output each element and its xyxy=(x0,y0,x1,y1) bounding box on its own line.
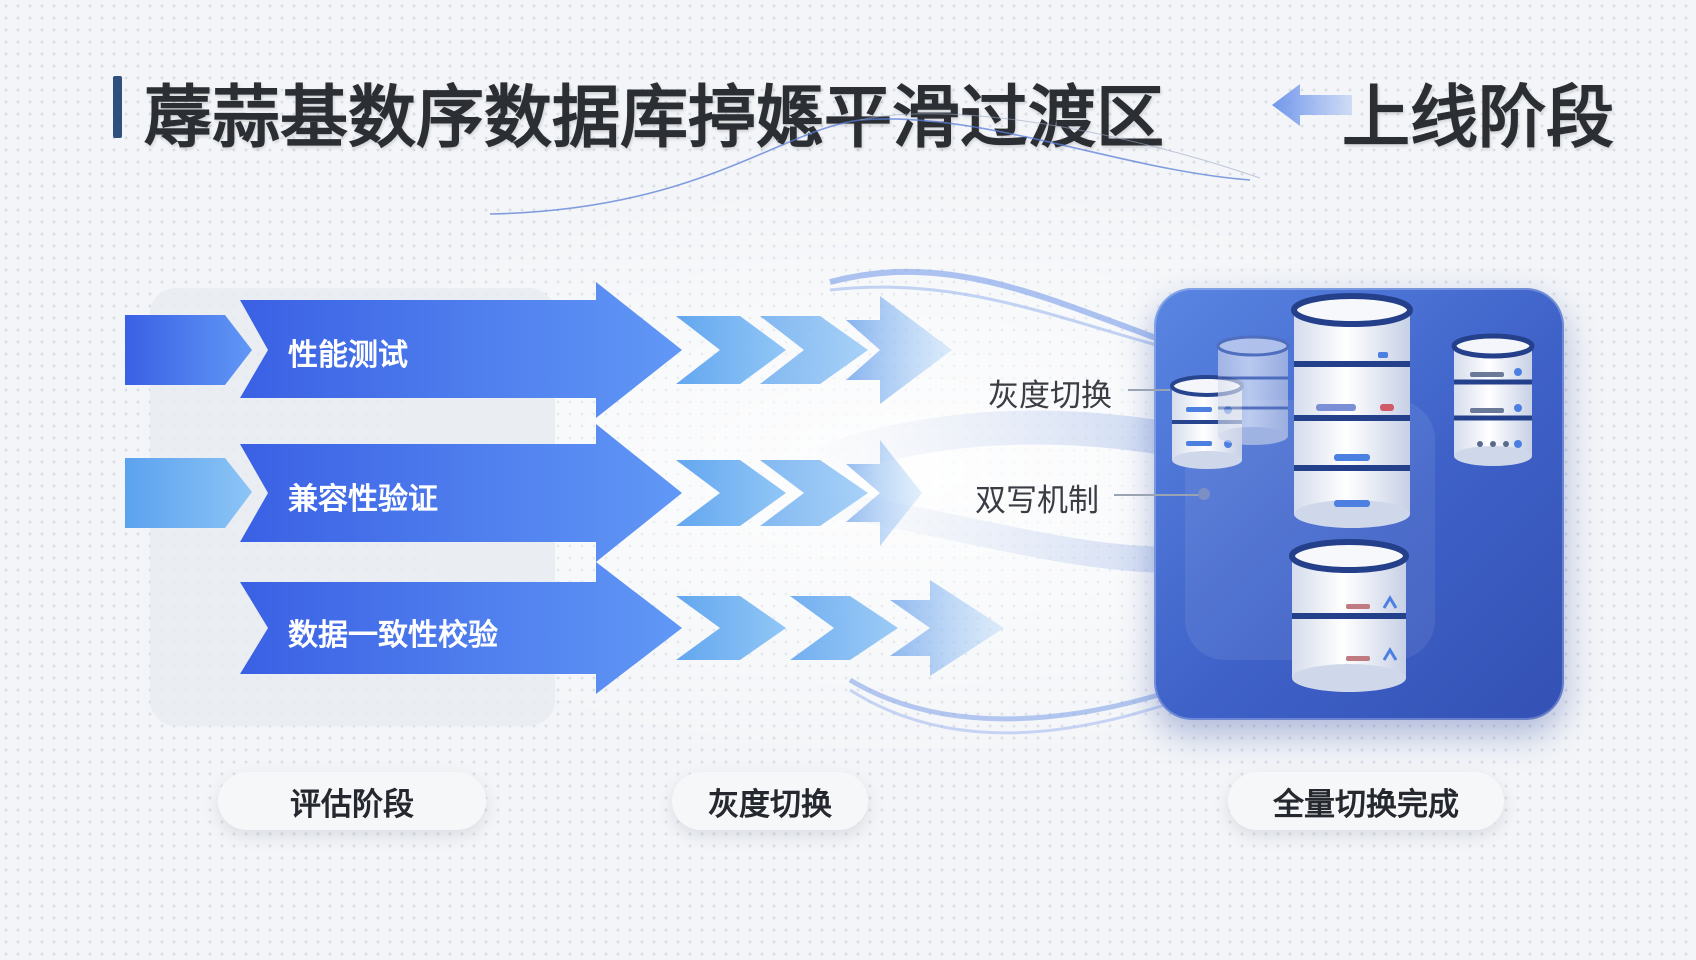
task-label-consistency: 数据一致性校验 xyxy=(288,618,498,653)
title-accent-bar xyxy=(113,76,122,138)
stage-evaluation: 评估阶段 xyxy=(218,772,486,830)
task-label-performance: 性能测试 xyxy=(288,338,408,373)
stage-gray-switch: 灰度切换 xyxy=(672,772,868,830)
callout-gray-switch: 灰度切换 xyxy=(988,378,1112,414)
callout-line-dual-write xyxy=(1114,494,1200,496)
panel-glow xyxy=(1185,400,1435,660)
callout-dot-dual-write xyxy=(1198,488,1210,500)
stage-title: 上线阶段 xyxy=(1342,79,1615,158)
arrow-left-icon xyxy=(1272,84,1352,126)
stage-full-switch: 全量切换完成 xyxy=(1228,772,1504,830)
task-label-compatibility: 兼容性验证 xyxy=(288,482,438,517)
callout-dual-write: 双写机制 xyxy=(975,483,1099,519)
chevron-arrow-icon xyxy=(676,296,952,404)
callout-line-gray-switch xyxy=(1128,389,1170,391)
chevron-arrow-icon xyxy=(676,580,1004,676)
page-title: 蓐蒜基数序数据库揨嫕平滑过渡区 xyxy=(144,79,1165,158)
chevron-arrow-icon xyxy=(676,440,922,546)
